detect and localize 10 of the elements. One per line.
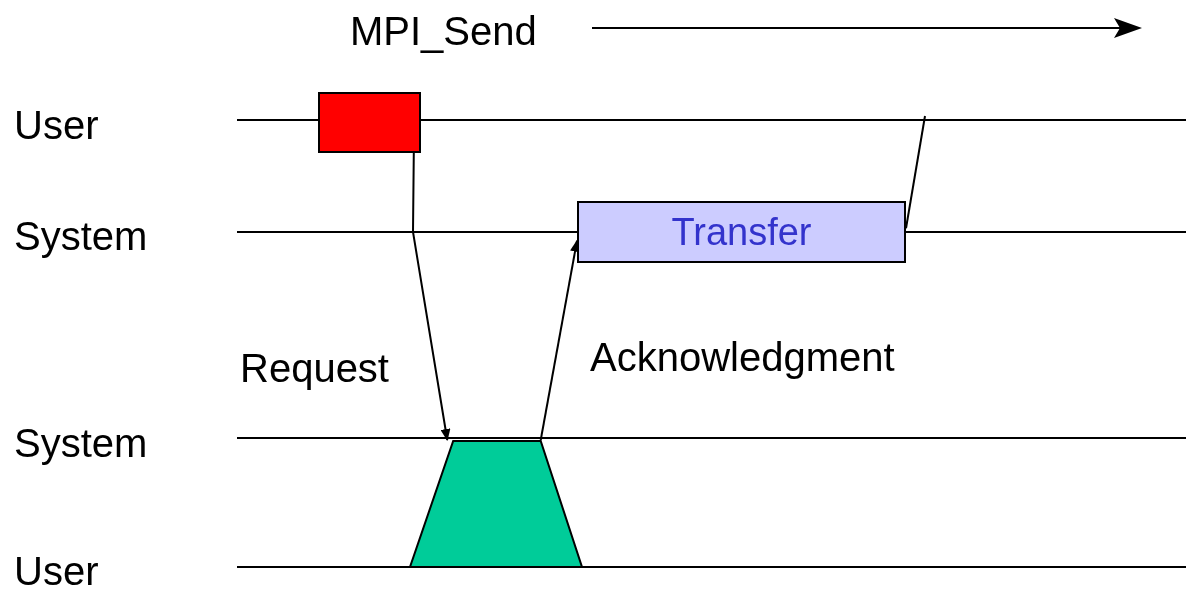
activity-trapezoid [409,440,583,568]
activity-box [318,92,421,153]
box-text: Transfer [671,210,812,254]
lane-label: User [14,548,99,590]
transfer-box [577,201,906,263]
lane-label: System [14,213,148,259]
lane-label: User [14,102,99,148]
arrow [412,152,451,441]
lane-label: System [14,420,148,466]
function-label: MPI_Send [350,8,537,54]
